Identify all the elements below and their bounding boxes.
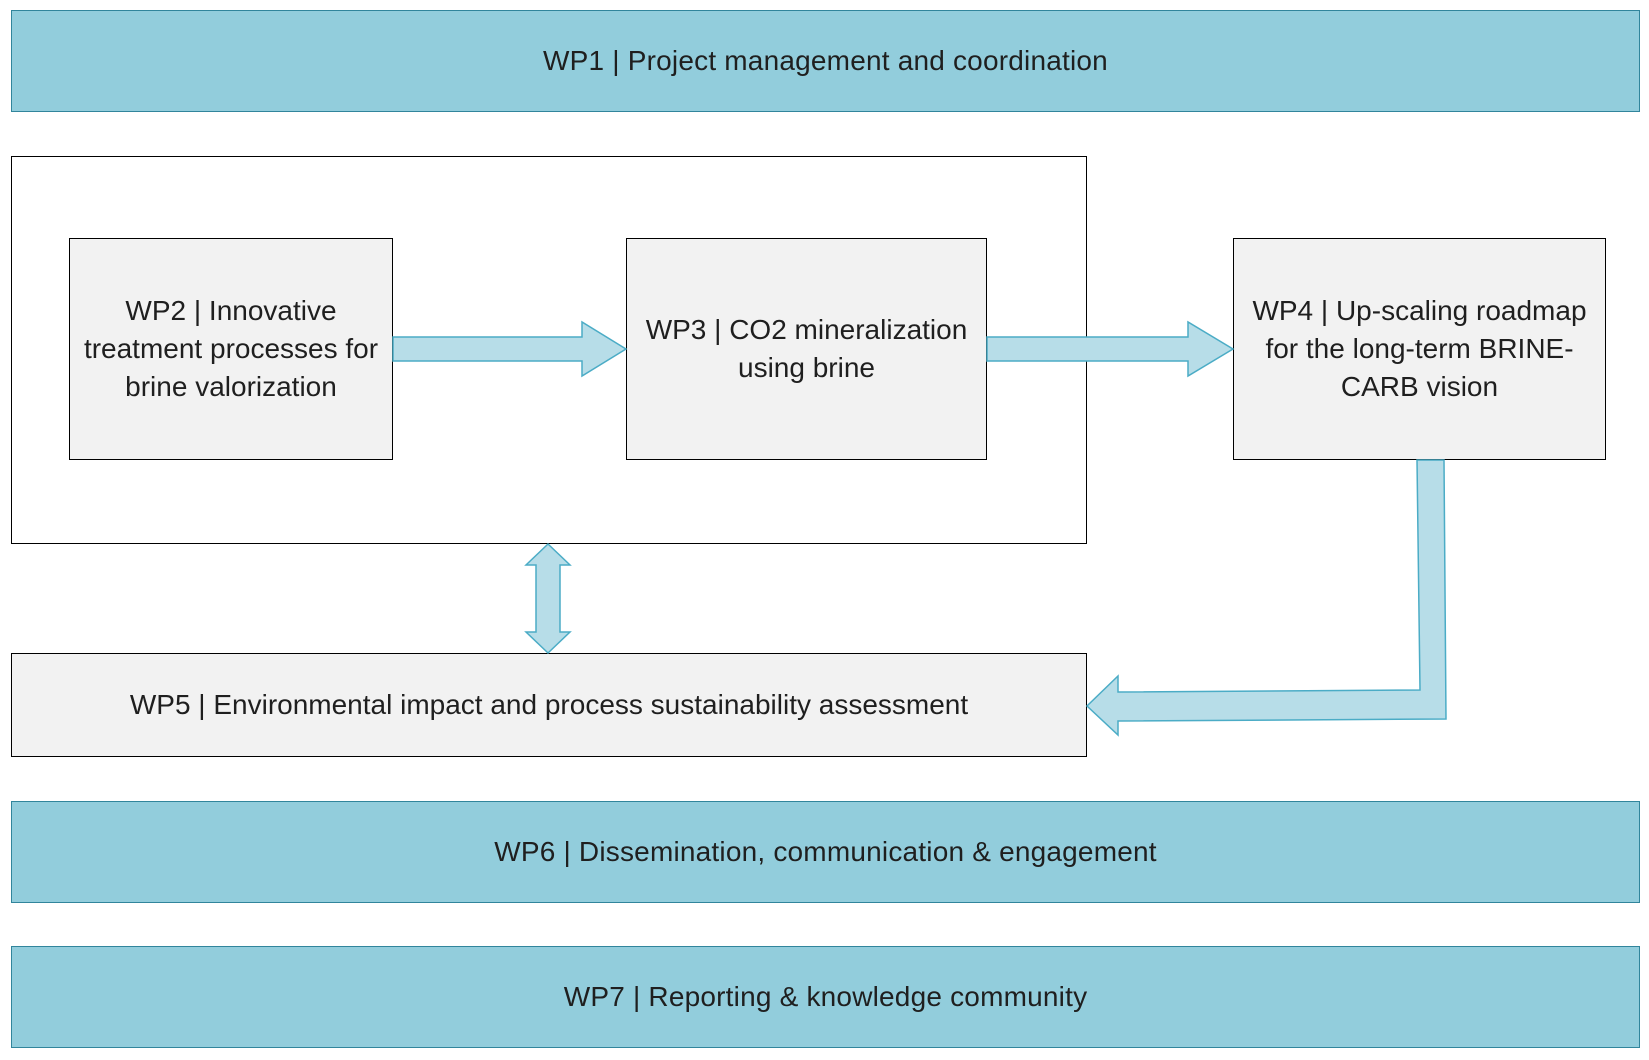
wp4-box: WP4 | Up-scaling roadmap for the long-te… xyxy=(1233,238,1606,460)
wp2-box: WP2 | Innovative treatment processes for… xyxy=(69,238,393,460)
wp1-band: WP1 | Project management and coordinatio… xyxy=(11,10,1640,112)
wp3-label: WP3 | CO2 mineralization using brine xyxy=(645,314,968,383)
wp6-label: WP6 | Dissemination, communication & eng… xyxy=(494,836,1157,867)
wp4-label: WP4 | Up-scaling roadmap for the long-te… xyxy=(1252,295,1587,402)
wp3-box: WP3 | CO2 mineralization using brine xyxy=(626,238,987,460)
wp5-box: WP5 | Environmental impact and process s… xyxy=(11,653,1087,757)
wp2-label: WP2 | Innovative treatment processes for… xyxy=(83,295,379,402)
wp5-label: WP5 | Environmental impact and process s… xyxy=(129,689,969,720)
wp7-band: WP7 | Reporting & knowledge community xyxy=(11,946,1640,1048)
arrow-group-wp5-bidirectional xyxy=(524,542,572,655)
arrow-wp4-to-wp5 xyxy=(1085,459,1447,737)
wp6-band: WP6 | Dissemination, communication & eng… xyxy=(11,801,1640,903)
wp1-label: WP1 | Project management and coordinatio… xyxy=(543,45,1108,76)
wp7-label: WP7 | Reporting & knowledge community xyxy=(563,981,1088,1012)
